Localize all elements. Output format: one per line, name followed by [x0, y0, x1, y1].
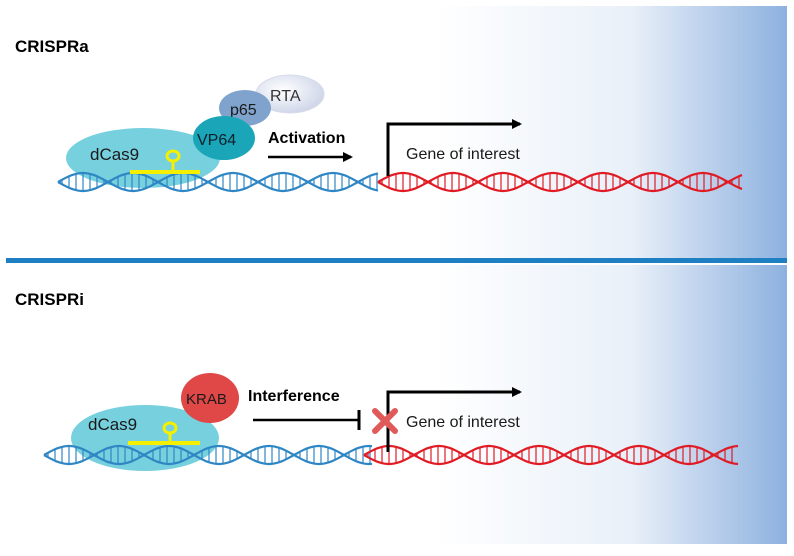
dna-strand: [43, 444, 373, 466]
dna-strand: [377, 171, 743, 193]
block-x-icon: [372, 408, 398, 434]
dcas9-protein-bottom: [71, 405, 219, 471]
dna-strand: [363, 444, 739, 466]
gene-label-bottom: Gene of interest: [406, 414, 520, 431]
dna-bottom-blue-segment: [43, 444, 373, 466]
vp64-protein: [193, 116, 255, 160]
rta-label: RTA: [270, 88, 301, 105]
dna-strand: [363, 444, 739, 466]
dna-strand: [43, 444, 373, 466]
dna-helix-bottom: [43, 444, 739, 466]
guide-rna-top: [130, 149, 200, 174]
krab-protein: [181, 373, 239, 423]
transcription-arrow-bottom: [386, 387, 522, 452]
dna-strand: [377, 171, 743, 193]
panel-title-crispra: CRISPRa: [15, 37, 89, 56]
gene-label-top: Gene of interest: [406, 146, 520, 163]
dna-top-blue-segment: [57, 171, 379, 193]
activation-label: Activation: [268, 130, 345, 147]
transcription-arrow-top: [386, 119, 522, 176]
dcas9-label-bottom: dCas9: [88, 415, 137, 434]
inhibition-arrow: [253, 410, 361, 430]
vp64-label: VP64: [197, 132, 236, 149]
dcas9-label-top: dCas9: [90, 145, 139, 164]
krab-label: KRAB: [186, 391, 227, 408]
dna-strand: [57, 171, 379, 193]
dna-bottom-red-segment: [363, 444, 739, 466]
p65-label: p65: [230, 102, 257, 119]
dna-helix-top: [57, 171, 743, 193]
dna-strand: [57, 171, 379, 193]
guide-rna-bottom: [128, 421, 200, 445]
divider-line: [6, 258, 787, 263]
interference-label: Interference: [248, 388, 340, 405]
bottom-panel-background: [6, 265, 787, 544]
panel-title-crispri: CRISPRi: [15, 290, 84, 309]
dna-top-red-segment: [377, 171, 743, 193]
